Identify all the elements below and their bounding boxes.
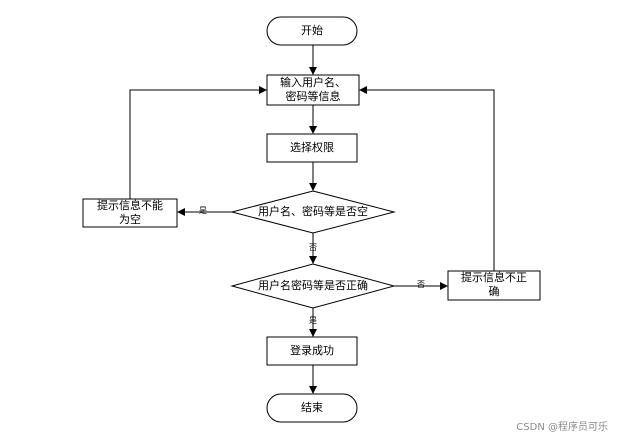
start-label: 开始 [301, 24, 323, 37]
edge-label-empty-yes: 是 [199, 206, 207, 215]
edge-label-correct-yes: 是 [309, 316, 317, 325]
prompt-empty-line-1: 提示信息不能 [97, 199, 163, 212]
prompt-wrong-label: 提示信息不正 确 [448, 271, 540, 299]
check-correct-label: 用户名密码等是否正确 [258, 279, 368, 292]
prompt-empty-label: 提示信息不能 为空 [83, 199, 177, 227]
watermark: CSDN @程序员可乐 [516, 422, 608, 433]
prompt-wrong-box [447, 270, 541, 301]
input-credentials-box [266, 74, 360, 106]
end-label: 结束 [301, 401, 323, 414]
login-success-box [266, 336, 358, 366]
select-permission-label: 选择权限 [290, 141, 334, 154]
edge-label-empty-no: 否 [309, 243, 317, 252]
input-credentials-label: 输入用户名、 密码等信息 [267, 76, 359, 104]
prompt-empty-box [82, 198, 178, 228]
login-success-label: 登录成功 [290, 344, 334, 357]
arrow-prompt-wrong-loop [359, 86, 495, 271]
input-credentials-line-1: 输入用户名、 [280, 76, 346, 89]
prompt-wrong-line-1: 提示信息不正 [461, 271, 527, 284]
arrow-prompt-empty-loop [129, 86, 267, 199]
check-empty-label: 用户名、密码等是否空 [258, 205, 368, 218]
start-terminal [266, 16, 358, 46]
edge-label-correct-no: 否 [417, 280, 425, 289]
end-terminal [266, 393, 358, 423]
input-credentials-line-2: 密码等信息 [285, 90, 341, 103]
select-permission-box [266, 133, 358, 163]
prompt-wrong-line-2: 确 [488, 285, 500, 298]
prompt-empty-line-2: 为空 [119, 213, 141, 226]
